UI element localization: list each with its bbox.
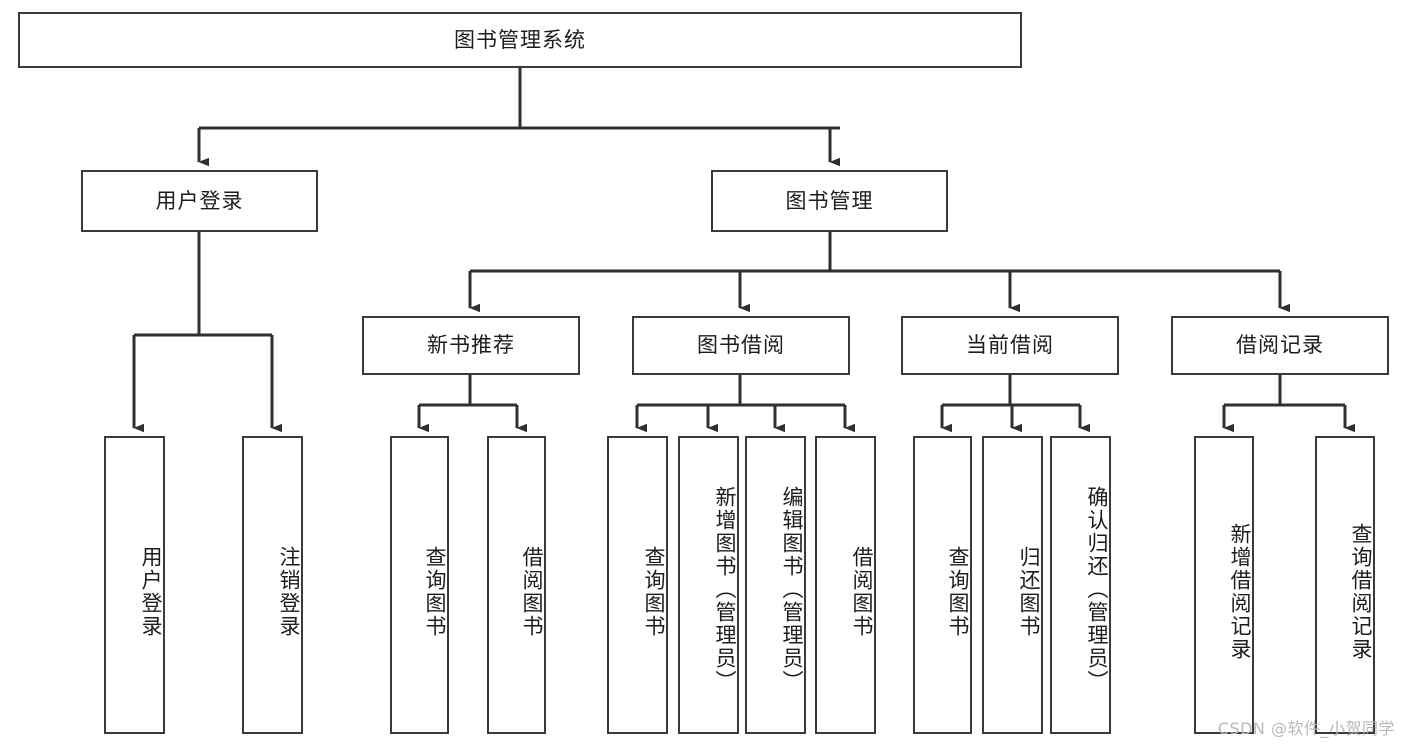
node-current-borrow[interactable]: 当前借阅 <box>901 316 1119 375</box>
node-leaf-logout[interactable]: 注销登录 <box>242 436 303 734</box>
node-leaf-confirm-return-admin[interactable]: 确认归还（管理员） <box>1050 436 1111 734</box>
node-leaf-add-book-admin[interactable]: 新增图书（管理员） <box>678 436 739 734</box>
node-leaf-return-book-label: 归还图书 <box>1017 546 1041 638</box>
node-root-label: 图书管理系统 <box>454 27 586 52</box>
node-leaf-query-book-cu-label: 查询图书 <box>946 546 970 638</box>
node-leaf-query-book-cu[interactable]: 查询图书 <box>913 436 972 734</box>
node-book-management[interactable]: 图书管理 <box>711 170 948 232</box>
node-leaf-confirm-return-admin-label: 确认归还（管理员） <box>1085 485 1109 693</box>
node-leaf-query-book-nb[interactable]: 查询图书 <box>390 436 449 734</box>
node-leaf-borrow-book-nb[interactable]: 借阅图书 <box>487 436 546 734</box>
node-borrow-record[interactable]: 借阅记录 <box>1171 316 1389 375</box>
node-leaf-add-book-admin-label: 新增图书（管理员） <box>713 485 737 693</box>
node-leaf-edit-book-admin[interactable]: 编辑图书（管理员） <box>745 436 806 734</box>
node-new-book-recommend-label: 新书推荐 <box>427 333 515 358</box>
node-leaf-return-book[interactable]: 归还图书 <box>982 436 1043 734</box>
node-leaf-borrow-book-bo-label: 借阅图书 <box>850 546 874 638</box>
node-leaf-query-book-bo[interactable]: 查询图书 <box>607 436 668 734</box>
node-leaf-borrow-book-bo[interactable]: 借阅图书 <box>815 436 876 734</box>
node-leaf-query-book-nb-label: 查询图书 <box>423 546 447 638</box>
node-book-borrow[interactable]: 图书借阅 <box>632 316 850 375</box>
node-leaf-user-login[interactable]: 用户登录 <box>104 436 165 734</box>
node-book-borrow-label: 图书借阅 <box>697 333 785 358</box>
node-borrow-record-label: 借阅记录 <box>1236 333 1324 358</box>
node-new-book-recommend[interactable]: 新书推荐 <box>362 316 580 375</box>
node-leaf-borrow-book-nb-label: 借阅图书 <box>520 546 544 638</box>
node-leaf-edit-book-admin-label: 编辑图书（管理员） <box>780 485 804 693</box>
node-leaf-query-borrow-record-label: 查询借阅记录 <box>1349 523 1373 661</box>
node-leaf-add-borrow-record[interactable]: 新增借阅记录 <box>1194 436 1254 734</box>
node-leaf-query-borrow-record[interactable]: 查询借阅记录 <box>1315 436 1375 734</box>
node-leaf-user-login-label: 用户登录 <box>139 546 163 638</box>
node-leaf-logout-label: 注销登录 <box>277 546 301 638</box>
node-leaf-query-book-bo-label: 查询图书 <box>642 546 666 638</box>
node-user-login[interactable]: 用户登录 <box>81 170 318 232</box>
node-user-login-label: 用户登录 <box>155 188 244 213</box>
node-leaf-add-borrow-record-label: 新增借阅记录 <box>1228 523 1252 661</box>
node-root[interactable]: 图书管理系统 <box>18 12 1022 68</box>
node-current-borrow-label: 当前借阅 <box>966 333 1054 358</box>
node-book-management-label: 图书管理 <box>785 188 874 213</box>
